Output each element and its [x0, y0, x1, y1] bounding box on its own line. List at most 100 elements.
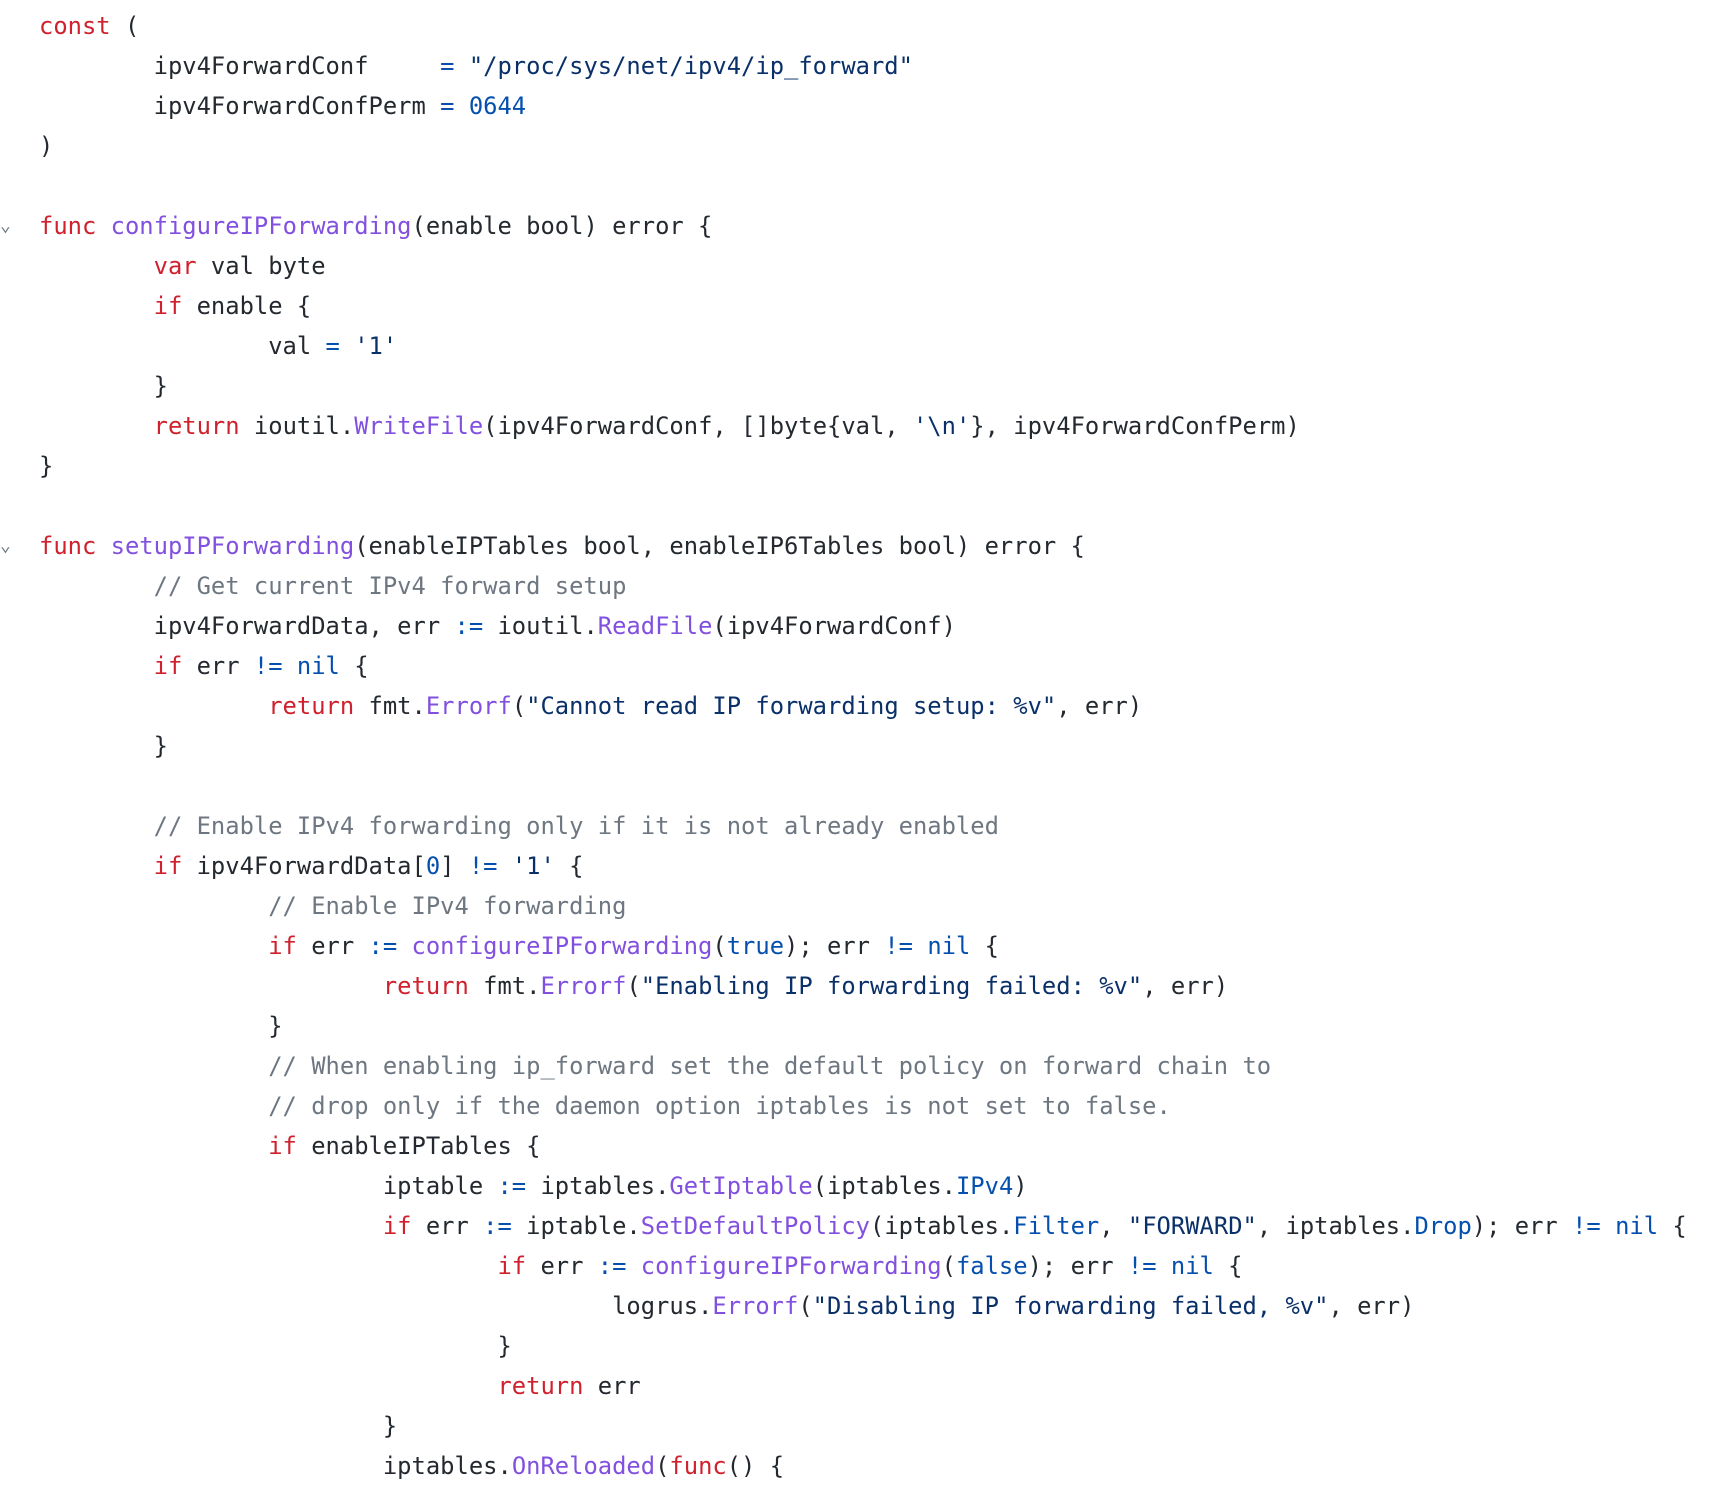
code-text [913, 932, 927, 960]
constant: != [253, 652, 283, 680]
code-text: ( [655, 1452, 670, 1480]
code-line: ⌄func setupIPForwarding(enableIPTables b… [0, 526, 1687, 566]
comment: // When enabling ip_forward set the defa… [268, 1052, 1272, 1080]
code-text: { [554, 852, 584, 880]
code-text: } [39, 452, 54, 480]
code-text [39, 292, 154, 320]
code-line: ipv4ForwardConf = "/proc/sys/net/ipv4/ip… [39, 46, 1687, 86]
code-text [283, 652, 297, 680]
function-name: OnReloaded [511, 1452, 656, 1480]
keyword: if [153, 652, 183, 680]
code-line: } [39, 1006, 1687, 1046]
code-line: val = '1' [39, 326, 1687, 366]
code-line: ) [39, 126, 1687, 166]
code-line: } [39, 446, 1687, 486]
code-text: ioutil. [483, 612, 598, 640]
function-name: Errorf [540, 972, 627, 1000]
constant: nil [927, 932, 971, 960]
keyword: return [382, 972, 469, 1000]
code-text: ipv4ForwardData[ [182, 852, 426, 880]
code-line: var val byte [39, 246, 1687, 286]
constant: Drop [1414, 1212, 1472, 1240]
constant: != [884, 932, 913, 960]
code-text: iptables. [526, 1172, 670, 1200]
code-text: (iptables. [812, 1172, 956, 1200]
constant: 0644 [468, 92, 527, 120]
code-line: if enable { [39, 286, 1687, 326]
code-line: return ioutil.WriteFile(ipv4ForwardConf,… [39, 406, 1687, 446]
code-text: (iptables. [870, 1212, 1014, 1240]
code-line: if ipv4ForwardData[0] != '1' { [39, 846, 1687, 886]
code-text [39, 1212, 383, 1240]
code-line: // Get current IPv4 forward setup [39, 566, 1687, 606]
chevron-down-icon[interactable]: ⌄ [0, 535, 11, 556]
constant: Filter [1013, 1212, 1100, 1240]
constant: = [440, 52, 455, 80]
code-text: val [39, 332, 326, 360]
string-literal: '1' [511, 852, 555, 880]
code-text: } [39, 1332, 512, 1360]
string-literal: '\n' [912, 412, 971, 440]
code-text: ( [110, 12, 140, 40]
code-text: ); err [1027, 1252, 1128, 1280]
code-text: ) [1013, 1172, 1028, 1200]
code-text: { [339, 652, 369, 680]
string-literal: "Disabling IP forwarding failed, %v" [812, 1292, 1329, 1320]
code-line: return fmt.Errorf("Cannot read IP forwar… [39, 686, 1687, 726]
code-line: // Enable IPv4 forwarding only if it is … [39, 806, 1687, 846]
code-line: } [39, 366, 1687, 406]
constant: 0 [425, 852, 441, 880]
keyword: return [153, 412, 240, 440]
code-text [96, 212, 110, 240]
code-line: if err := iptable.SetDefaultPolicy(iptab… [39, 1206, 1687, 1246]
code-text [39, 1372, 497, 1400]
code-text: err [296, 932, 369, 960]
function-name: SetDefaultPolicy [640, 1212, 870, 1240]
code-text: { [970, 932, 999, 960]
code-text [455, 52, 469, 80]
code-line: ⌄func configureIPForwarding(enable bool)… [0, 206, 1687, 246]
function-name: GetIptable [669, 1172, 813, 1200]
code-text [39, 1092, 268, 1120]
code-text [340, 332, 354, 360]
code-line: if enableIPTables { [39, 1126, 1687, 1166]
code-text: ] [440, 852, 469, 880]
code-line: if err := configureIPForwarding(true); e… [39, 926, 1687, 966]
code-text: ipv4ForwardConfPerm [39, 92, 441, 120]
keyword: return [497, 1372, 584, 1400]
function-name: configureIPForwarding [110, 212, 412, 240]
function-name: setupIPForwarding [110, 532, 355, 560]
code-text: ( [626, 972, 641, 1000]
code-text: , err) [1142, 972, 1229, 1000]
code-text [39, 252, 154, 280]
keyword: if [153, 292, 183, 320]
chevron-down-icon[interactable]: ⌄ [0, 215, 11, 236]
keyword: if [268, 1132, 297, 1160]
string-literal: "Enabling IP forwarding failed: %v" [640, 972, 1143, 1000]
keyword: if [497, 1252, 527, 1280]
code-line: return fmt.Errorf("Enabling IP forwardin… [39, 966, 1687, 1006]
comment: // Enable IPv4 forwarding [268, 892, 627, 920]
comment: // Enable IPv4 forwarding only if it is … [153, 812, 999, 840]
code-text [96, 532, 110, 560]
code-text: } [39, 372, 168, 400]
code-text: ); err [1471, 1212, 1573, 1240]
code-line: ipv4ForwardConfPerm = 0644 [39, 86, 1687, 126]
constant: != [1127, 1252, 1157, 1280]
code-line: iptables.OnReloaded(func() { [39, 1446, 1687, 1486]
code-text: err [182, 652, 254, 680]
code-line: iptable := iptables.GetIptable(iptables.… [39, 1166, 1687, 1206]
keyword: if [268, 932, 297, 960]
code-text: } [39, 732, 168, 760]
keyword: const [39, 12, 111, 40]
code-text [39, 1132, 268, 1160]
code-text: enable { [182, 292, 312, 320]
function-name: Errorf [425, 692, 512, 720]
code-text: (enableIPTables bool, enableIP6Tables bo… [354, 532, 1085, 560]
constant: = [440, 92, 455, 120]
constant: := [497, 1172, 527, 1200]
constant: := [454, 612, 484, 640]
code-line: } [39, 726, 1687, 766]
keyword: func [39, 212, 97, 240]
code-text [39, 852, 154, 880]
